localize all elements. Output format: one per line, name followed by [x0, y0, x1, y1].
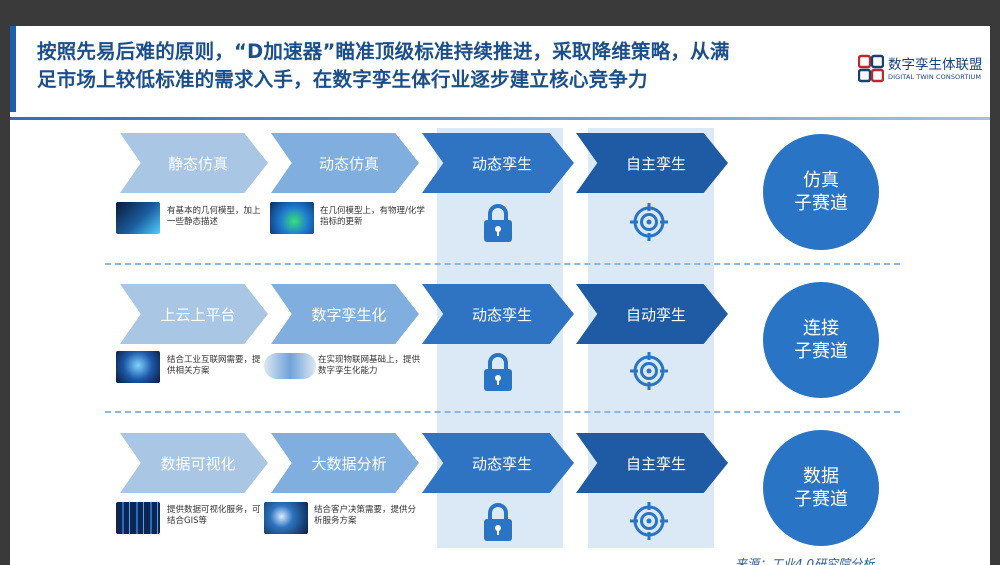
desc-data-visualization: 提供数据可视化服务，可结合GIS等 [167, 505, 261, 526]
stage-label: 静态仿真 [167, 154, 228, 173]
stage-label: 动态孪生 [471, 305, 532, 324]
track-name: 连接 [803, 318, 839, 339]
lock-icon [484, 204, 512, 242]
slide-title: 按照先易后难的原则，“D加速器”瞄准顶级标准持续推进，采取降维策略，从满 足市场… [37, 38, 827, 94]
stage-arrow-row1-1: 静态仿真 [120, 133, 268, 193]
stage-arrow-row2-3: 动态孪生 [422, 284, 574, 344]
stage-arrow-row3-3: 动态孪生 [422, 433, 574, 493]
title-accent-bar [10, 26, 16, 112]
stage-label: 数字孪生化 [311, 305, 387, 324]
stage-arrow-row2-4: 自动孪生 [576, 284, 728, 344]
thumbnail-iot-device [264, 353, 316, 379]
logo-mark-icon [858, 54, 884, 83]
slide: 按照先易后难的原则，“D加速器”瞄准顶级标准持续推进，采取降维策略，从满 足市场… [10, 26, 990, 565]
lock-icon [484, 503, 512, 541]
desc-cloud-platform: 结合工业互联网需要，提供相关方案 [167, 355, 261, 376]
target-icon [630, 502, 668, 540]
stage-arrow-row2-2: 数字孪生化 [271, 284, 419, 344]
row-divider-2 [105, 411, 900, 413]
track-suffix: 子赛道 [794, 341, 848, 362]
stage-label: 自主孪生 [625, 454, 686, 473]
stage-arrow-row1-2: 动态仿真 [271, 133, 419, 193]
stage-arrow-row3-1: 数据可视化 [120, 433, 268, 493]
stage-arrow-row1-3: 动态孪生 [422, 133, 574, 193]
stage-label: 动态孪生 [471, 154, 532, 173]
track-circle-connectivity: 连接 子赛道 [763, 282, 879, 398]
thumbnail-static-model [116, 202, 160, 234]
stage-arrow-row1-4: 自主孪生 [576, 133, 728, 193]
desc-big-data-analysis: 结合客户决策需要，提供分析服务方案 [314, 505, 417, 526]
desc-digital-twinning: 在实现物联网基础上，提供数字孪生化能力 [318, 355, 421, 376]
title-line-2: 足市场上较低标准的需求入手，在数字孪生体行业逐步建立核心竞争力 [37, 68, 648, 91]
thumbnail-big-data [264, 502, 308, 534]
target-icon [630, 203, 668, 241]
track-suffix: 子赛道 [794, 489, 848, 510]
title-line-1: 按照先易后难的原则，“D加速器”瞄准顶级标准持续推进，采取降维策略，从满 [37, 40, 730, 63]
stage-label: 数据可视化 [160, 454, 236, 473]
source-note: 来源：工业4.0研究院分析 [735, 557, 875, 565]
track-suffix: 子赛道 [794, 193, 848, 214]
lock-icon [484, 353, 512, 391]
stage-arrow-row3-2: 大数据分析 [271, 433, 419, 493]
stage-arrow-row3-4: 自主孪生 [576, 433, 728, 493]
track-name: 数据 [803, 466, 839, 487]
title-divider [10, 117, 990, 120]
logo-name: 数字孪生体联盟 [888, 57, 983, 73]
row-divider-1 [105, 263, 900, 265]
desc-dynamic-simulation: 在几何模型上，有物理/化学指标的更新 [320, 206, 425, 227]
target-icon [630, 352, 668, 390]
stage-label: 自动孪生 [625, 305, 686, 324]
track-name: 仿真 [803, 170, 839, 191]
stage-label: 自主孪生 [625, 154, 686, 173]
thumbnail-dynamic-model [270, 202, 314, 234]
thumbnail-data-visualization [116, 502, 160, 534]
logo-subtitle: DIGITAL TWIN CONSORTIUM [888, 73, 982, 81]
stage-label: 动态孪生 [471, 454, 532, 473]
stage-label: 大数据分析 [311, 454, 387, 473]
thumbnail-cloud-platform [116, 351, 160, 383]
consortium-logo: 数字孪生体联盟 DIGITAL TWIN CONSORTIUM [858, 52, 986, 88]
track-circle-simulation: 仿真 子赛道 [763, 134, 879, 250]
stage-label: 上云上平台 [160, 305, 236, 324]
stage-arrow-row2-1: 上云上平台 [120, 284, 268, 344]
desc-static-simulation: 有基本的几何模型，加上一些静态描述 [167, 206, 261, 227]
stage-label: 动态仿真 [318, 154, 379, 173]
track-circle-data: 数据 子赛道 [763, 430, 879, 546]
